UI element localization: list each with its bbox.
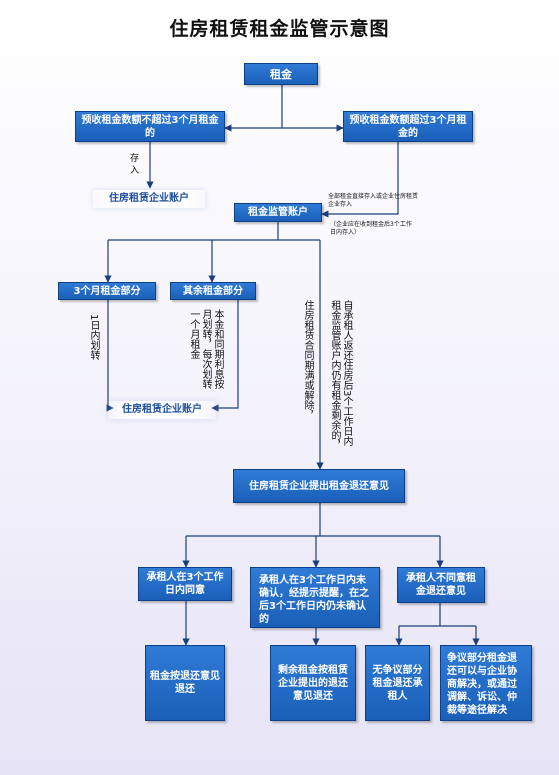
node-supervision-account: 租金监管账户 [234, 203, 322, 222]
label-deposit: 存入 [129, 154, 139, 176]
node-remaining-refund: 剩余租金按租赁企业提出的退还意见退还 [270, 645, 356, 721]
text-refund-note: 自承租人返还住房后3个工作日内租金监管账户内仍有租金剩余的， [329, 300, 352, 450]
node-refund-by-opinion: 租金按退还意见退还 [145, 645, 225, 721]
text-monthly-transfer: 本金和同期利息按月划转，每次划转一个月租金 [188, 309, 223, 389]
page-title: 住房租赁租金监管示意图 [169, 18, 390, 40]
arrow-gt3-to-supervision [321, 142, 399, 218]
node-remaining-part: 其余租金部分 [170, 282, 256, 300]
node-tenant-agree: 承租人在3个工作日内同意 [138, 567, 232, 601]
arrow-3month-to-enterprise2 [106, 300, 114, 412]
node-rent: 租金 [244, 63, 318, 85]
node-tenant-no-confirm: 承租人在3个工作日内未确认，经提示提醒，在之后3个工作日内仍未确认的 [250, 567, 380, 628]
node-tenant-disagree: 承租人不同意租金退还意见 [397, 567, 485, 603]
node-three-month-part: 3个月租金部分 [58, 282, 156, 300]
note-deposit-time: （企业应在收到租金后3个工作日内存入） [330, 221, 412, 236]
node-disputed-resolution: 争议部分租金退还可以与企业协商解决，或通过调解、诉讼、仲裁等途径解决 [440, 645, 532, 721]
arrow-remaining-to-enterprise2 [211, 300, 239, 412]
node-enterprise-refund-request: 住房租赁企业提出租金退还意见 [233, 469, 405, 503]
text-transfer-1day: 1日内划转 [88, 314, 99, 361]
node-undisputed-refund: 无争议部分租金退还承租人 [365, 645, 430, 721]
node-prepaid-gt3: 预收租金数额超过3个月租金的 [343, 111, 473, 142]
text-contract-end-note: 住房租赁合同期满或解除， [302, 300, 313, 420]
node-prepaid-le3: 预收租金数额不超过3个月租金的 [75, 111, 225, 142]
node-enterprise-account-1: 住房租赁企业账户 [93, 190, 205, 208]
node-enterprise-account-2: 住房租赁企业账户 [108, 401, 216, 419]
note-full-deposit: 全部租金直接存入或企业住房租赁企业存入 [328, 193, 419, 208]
